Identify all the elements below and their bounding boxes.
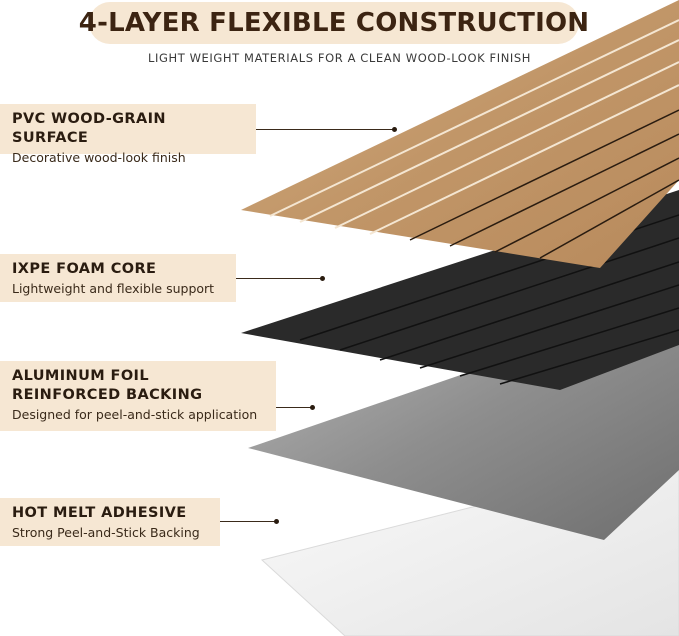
callout-title: PVC WOOD-GRAIN SURFACE <box>12 111 166 146</box>
callout-title: HOT MELT ADHESIVE <box>12 505 187 521</box>
callout-description: Designed for peel-and-stick application <box>12 407 258 422</box>
callout-description: Lightweight and flexible support <box>12 281 215 296</box>
callout-pvc-surface: PVC WOOD-GRAIN SURFACE Decorative wood-l… <box>0 104 256 165</box>
leader-dot <box>310 405 315 410</box>
leader-dot <box>320 276 325 281</box>
title-banner: 4-LAYER FLEXIBLE CONSTRUCTION <box>79 2 589 44</box>
leader-line <box>256 129 394 130</box>
callout-title: ALUMINUM FOIL REINFORCED BACKING <box>12 368 203 403</box>
wood-layer <box>241 0 679 268</box>
page-subtitle: LIGHT WEIGHT MATERIALS FOR A CLEAN WOOD-… <box>147 51 532 65</box>
callout-description: Decorative wood-look finish <box>12 150 186 165</box>
callout-foam-core: IXPE FOAM CORE Lightweight and flexible … <box>0 254 236 302</box>
callout-foil-backing: ALUMINUM FOIL REINFORCED BACKING Designe… <box>0 361 276 431</box>
callout-title: IXPE FOAM CORE <box>12 261 157 277</box>
callout-description: Strong Peel-and-Stick Backing <box>12 525 200 540</box>
leader-line <box>220 521 276 522</box>
leader-dot <box>274 519 279 524</box>
leader-line <box>236 278 322 279</box>
leader-line <box>276 407 312 408</box>
leader-dot <box>392 127 397 132</box>
page-title: 4-LAYER FLEXIBLE CONSTRUCTION <box>78 8 590 38</box>
callout-adhesive: HOT MELT ADHESIVE Strong Peel-and-Stick … <box>0 498 220 546</box>
